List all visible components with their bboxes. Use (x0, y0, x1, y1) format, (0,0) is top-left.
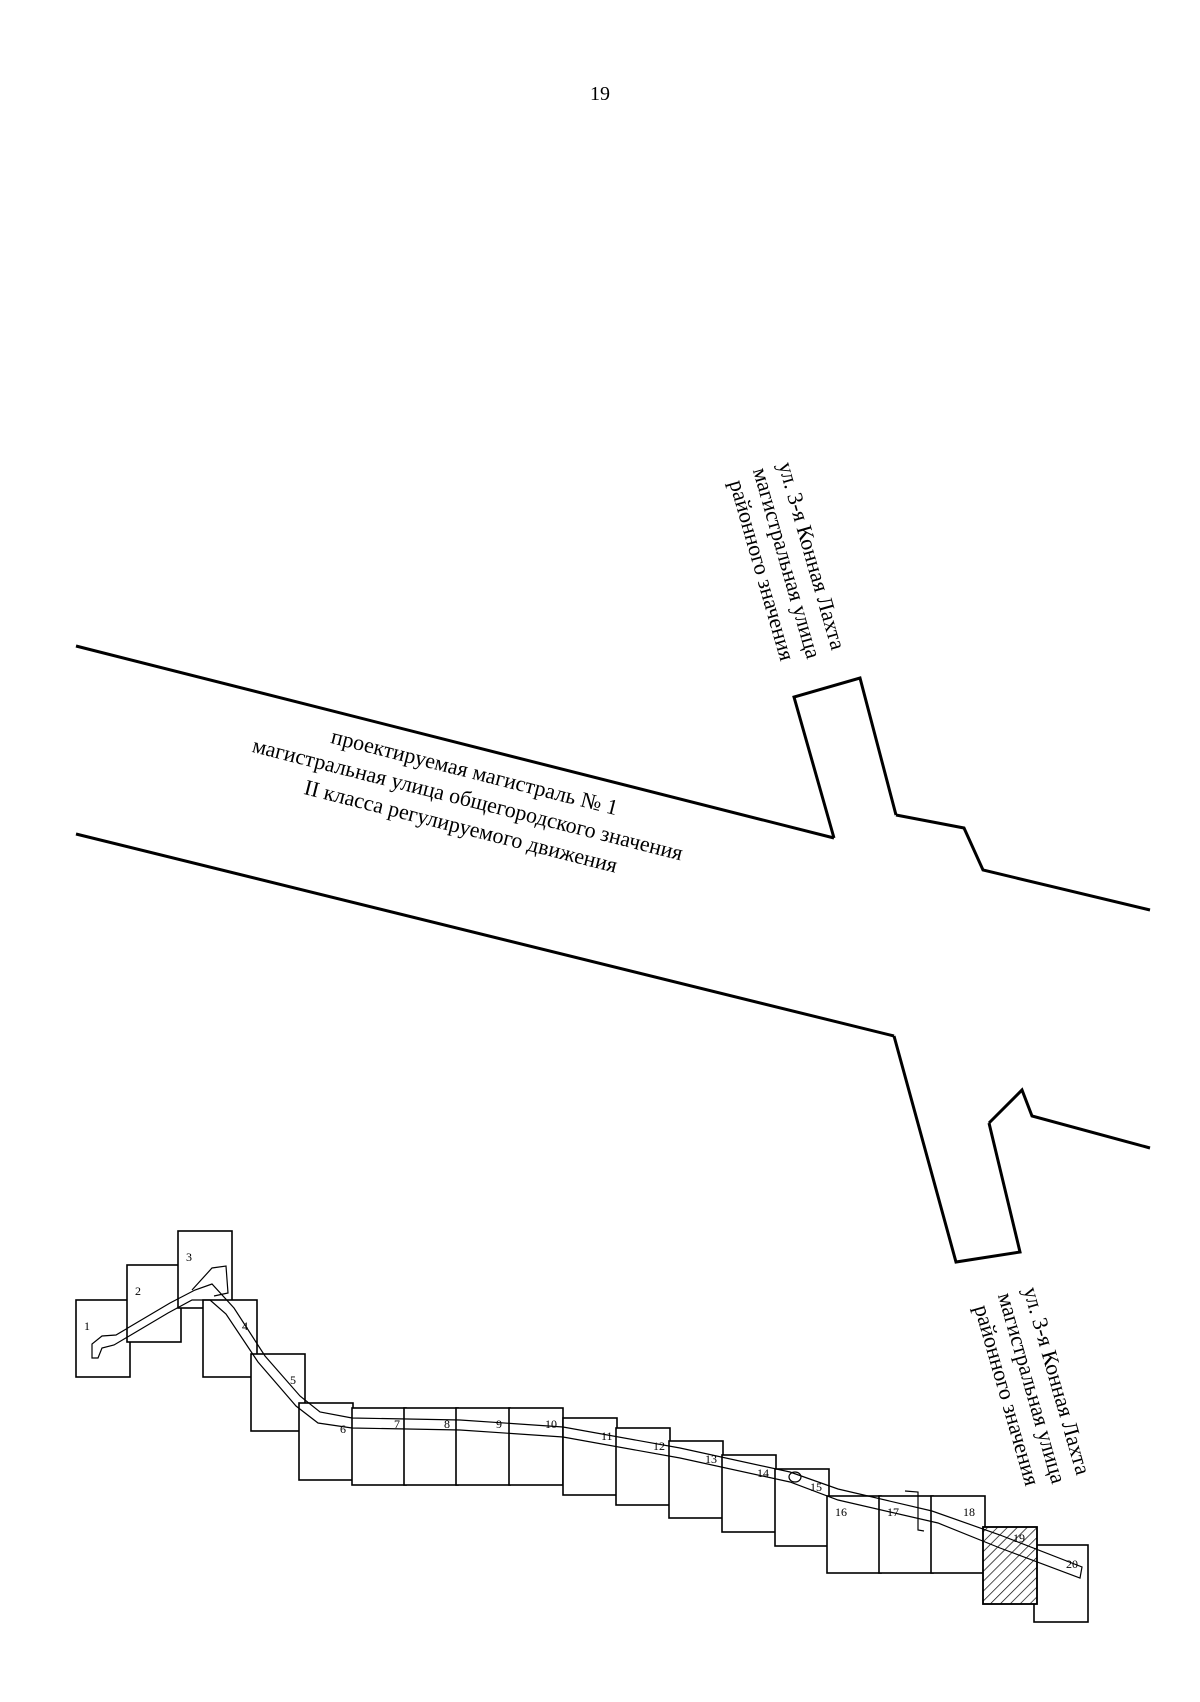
sheet-label-12: 12 (653, 1439, 665, 1453)
cross-street-south (892, 1035, 1022, 1264)
sheet-label-10: 10 (545, 1417, 557, 1431)
sheet-13 (668, 1440, 724, 1519)
sheet-label-7: 7 (394, 1417, 400, 1431)
sheet-label-6: 6 (340, 1422, 346, 1436)
sheet-label-2: 2 (135, 1284, 141, 1298)
sheet-5 (250, 1353, 306, 1432)
sheet-label-20: 20 (1066, 1557, 1078, 1571)
sheet-label-3: 3 (186, 1250, 192, 1264)
cross-street-north (792, 676, 898, 839)
sheet-label-18: 18 (963, 1505, 975, 1519)
sheet-14 (721, 1454, 777, 1533)
sheet-7 (351, 1407, 407, 1486)
cross-south-label: ул. 3-я Конная Лахта магистральная улица… (969, 1284, 1096, 1488)
page-number: 19 (590, 83, 610, 105)
main-road-east-north-edge (895, 813, 1151, 912)
sheet-15 (774, 1468, 830, 1547)
sheet-18 (930, 1495, 986, 1574)
sheet-label-16: 16 (835, 1505, 847, 1519)
main-road-label: проектируемая магистраль № 1 магистральн… (250, 723, 686, 877)
sheet-8 (403, 1407, 459, 1486)
sheet-label-9: 9 (496, 1417, 502, 1431)
sheet-2 (126, 1264, 182, 1343)
sheet-19-hatch (982, 1526, 1038, 1605)
main-road-east-south-edge (987, 1087, 1151, 1150)
main-road-south-edge (75, 832, 895, 1038)
sheet-4 (202, 1299, 258, 1378)
sheet-label-14: 14 (757, 1466, 769, 1480)
main-road-north-edge (75, 644, 835, 840)
sheet-label-8: 8 (444, 1417, 450, 1431)
sheet-label-1: 1 (84, 1319, 90, 1333)
sheet-1 (75, 1299, 131, 1378)
sheet-label-5: 5 (290, 1373, 296, 1387)
sheet-20 (1033, 1544, 1089, 1623)
sheet-label-11: 11 (601, 1429, 613, 1443)
cross-north-label: ул. 3-я Конная Лахта магистральная улица… (724, 459, 851, 663)
sheet-label-17: 17 (887, 1505, 899, 1519)
pipeline-route (91, 1265, 1083, 1579)
sheet-10 (508, 1407, 564, 1486)
sheet-11 (562, 1417, 618, 1496)
